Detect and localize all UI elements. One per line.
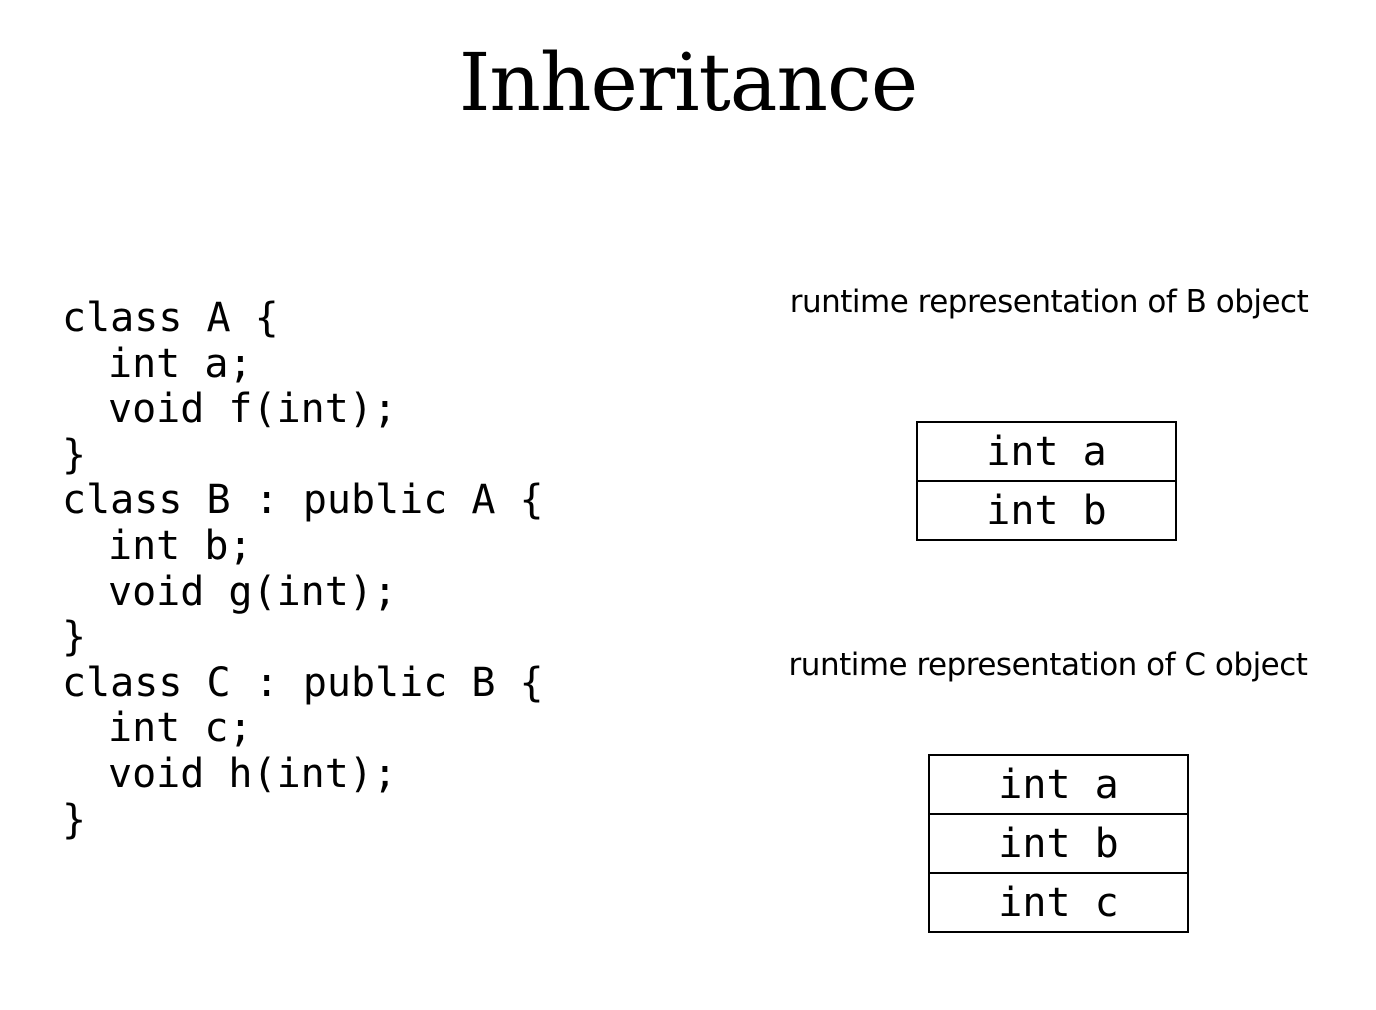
code-line: } — [62, 431, 87, 478]
c-object-layout: int a int b int c — [928, 754, 1189, 933]
code-line: int b; — [108, 522, 253, 569]
c-object-field: int b — [930, 815, 1187, 874]
c-object-caption: runtime representation of C object — [788, 647, 1308, 683]
b-object-field: int a — [918, 423, 1175, 482]
code-line: void g(int); — [108, 568, 397, 615]
code-line: class A { — [62, 295, 279, 341]
c-object-field: int c — [998, 879, 1119, 926]
code-line: int a; — [108, 340, 253, 387]
b-object-field: int b — [986, 487, 1107, 534]
code-listing: class A {int a;void f(int);}class B : pu… — [62, 295, 544, 843]
code-line: } — [62, 796, 87, 843]
code-line: class B : public A { — [62, 477, 544, 524]
code-line: int c; — [108, 705, 253, 752]
code-line: void f(int); — [108, 386, 397, 433]
code-line: class C : public B { — [62, 659, 544, 706]
b-object-layout: int a int b — [916, 421, 1177, 541]
slide-title: Inheritance — [458, 36, 918, 129]
c-object-field: int a — [930, 756, 1187, 815]
b-object-caption: runtime representation of B object — [789, 284, 1309, 320]
code-line: } — [62, 614, 87, 661]
code-line: void h(int); — [108, 750, 397, 797]
